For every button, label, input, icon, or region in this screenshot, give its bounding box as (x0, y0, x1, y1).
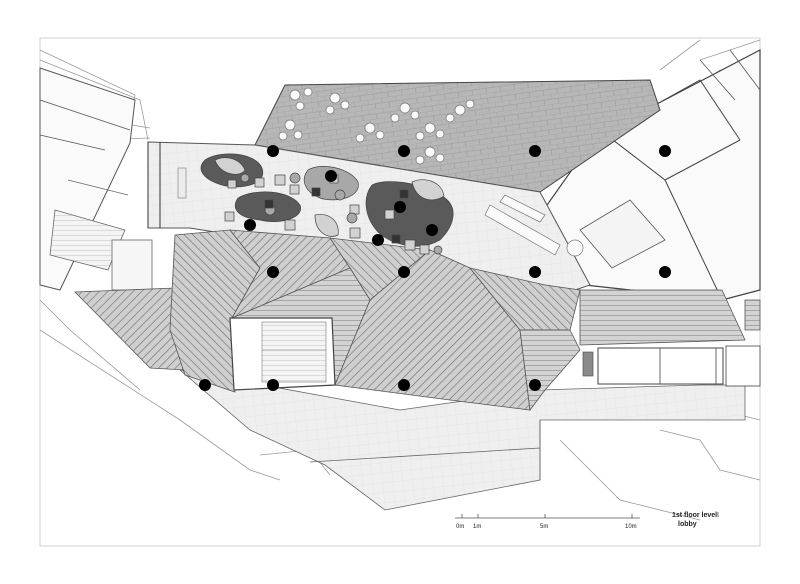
sheet-mark: I (717, 512, 719, 519)
atrium-stair (229, 317, 336, 391)
title-line-2: lobby (678, 521, 697, 528)
east-lounge (484, 194, 584, 257)
scale-label-10: 10m (625, 524, 637, 530)
structural-columns (199, 145, 671, 391)
lobby-furniture (200, 153, 454, 255)
scale-label-1: 1m (473, 524, 481, 530)
drawing-title: 1st floor level lobby I (672, 512, 719, 528)
west-glazing (147, 142, 161, 228)
scale-label-5: 5m (540, 524, 548, 530)
west-bench (177, 167, 187, 199)
title-line-1: 1st floor level (672, 512, 717, 519)
terrace-furniture (278, 87, 475, 165)
scale-label-0: 0m (456, 524, 464, 530)
terrace-deck (254, 79, 661, 193)
scale-bar: 0m 1m 5m 10m (455, 514, 640, 530)
left-core (39, 67, 153, 291)
east-corridor (582, 345, 761, 387)
right-rooms (539, 49, 761, 301)
